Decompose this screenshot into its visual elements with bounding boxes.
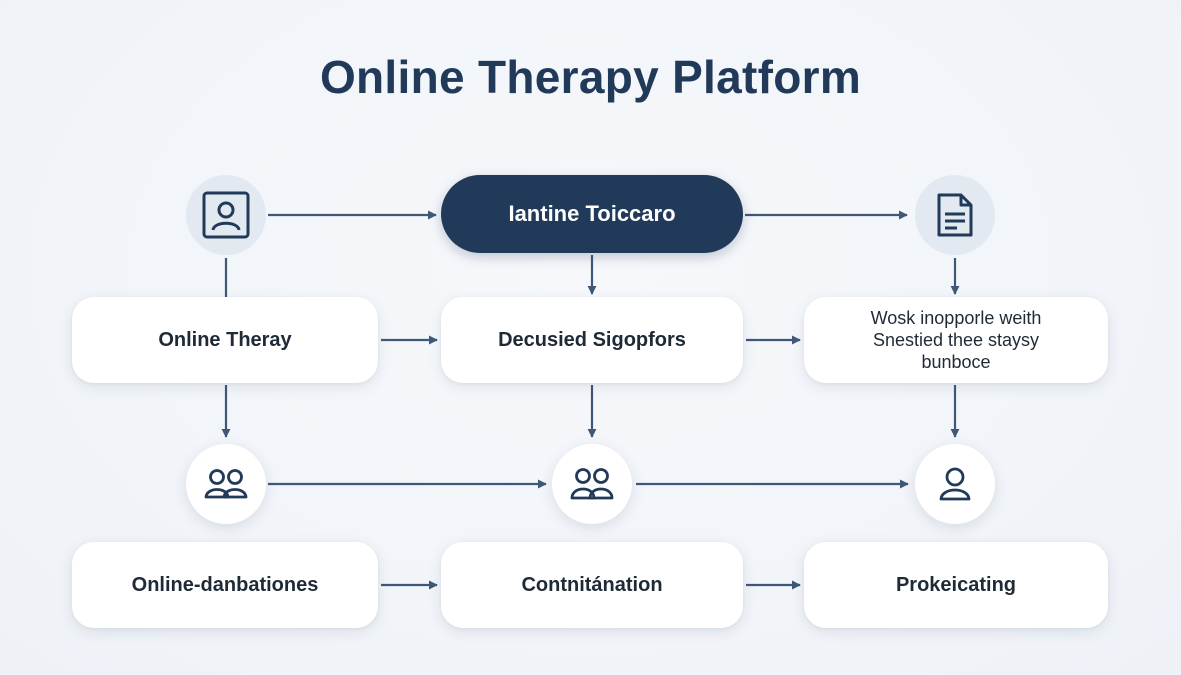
row2-right-label: Prokeicating xyxy=(895,573,1017,596)
row1-middle-node: Decusied Sigopfors xyxy=(441,297,743,383)
row1-right-label: Wosk inopporle weith Snestied thee stays… xyxy=(870,308,1042,372)
user-group-icon xyxy=(552,444,632,524)
row1-right-node: Wosk inopporle weith Snestied thee stays… xyxy=(804,297,1108,383)
central-node: Iantine Toiccaro xyxy=(441,175,743,253)
row1-middle-label: Decusied Sigopfors xyxy=(498,328,686,351)
user-group-icon xyxy=(186,444,266,524)
single-user-icon xyxy=(915,444,995,524)
diagram-title: Online Therapy Platform xyxy=(319,51,862,103)
row1-left-node: Online Theray xyxy=(72,297,378,383)
row2-middle-node: Contnitánation xyxy=(441,542,743,628)
document-icon xyxy=(915,175,995,255)
row1-left-label: Online Theray xyxy=(158,328,292,351)
profile-card-icon xyxy=(186,175,266,255)
row2-middle-label: Contnitánation xyxy=(521,573,663,596)
row2-left-node: Online-danbationes xyxy=(72,542,378,628)
row2-left-label: Online-danbationes xyxy=(131,573,319,596)
row2-right-node: Prokeicating xyxy=(804,542,1108,628)
